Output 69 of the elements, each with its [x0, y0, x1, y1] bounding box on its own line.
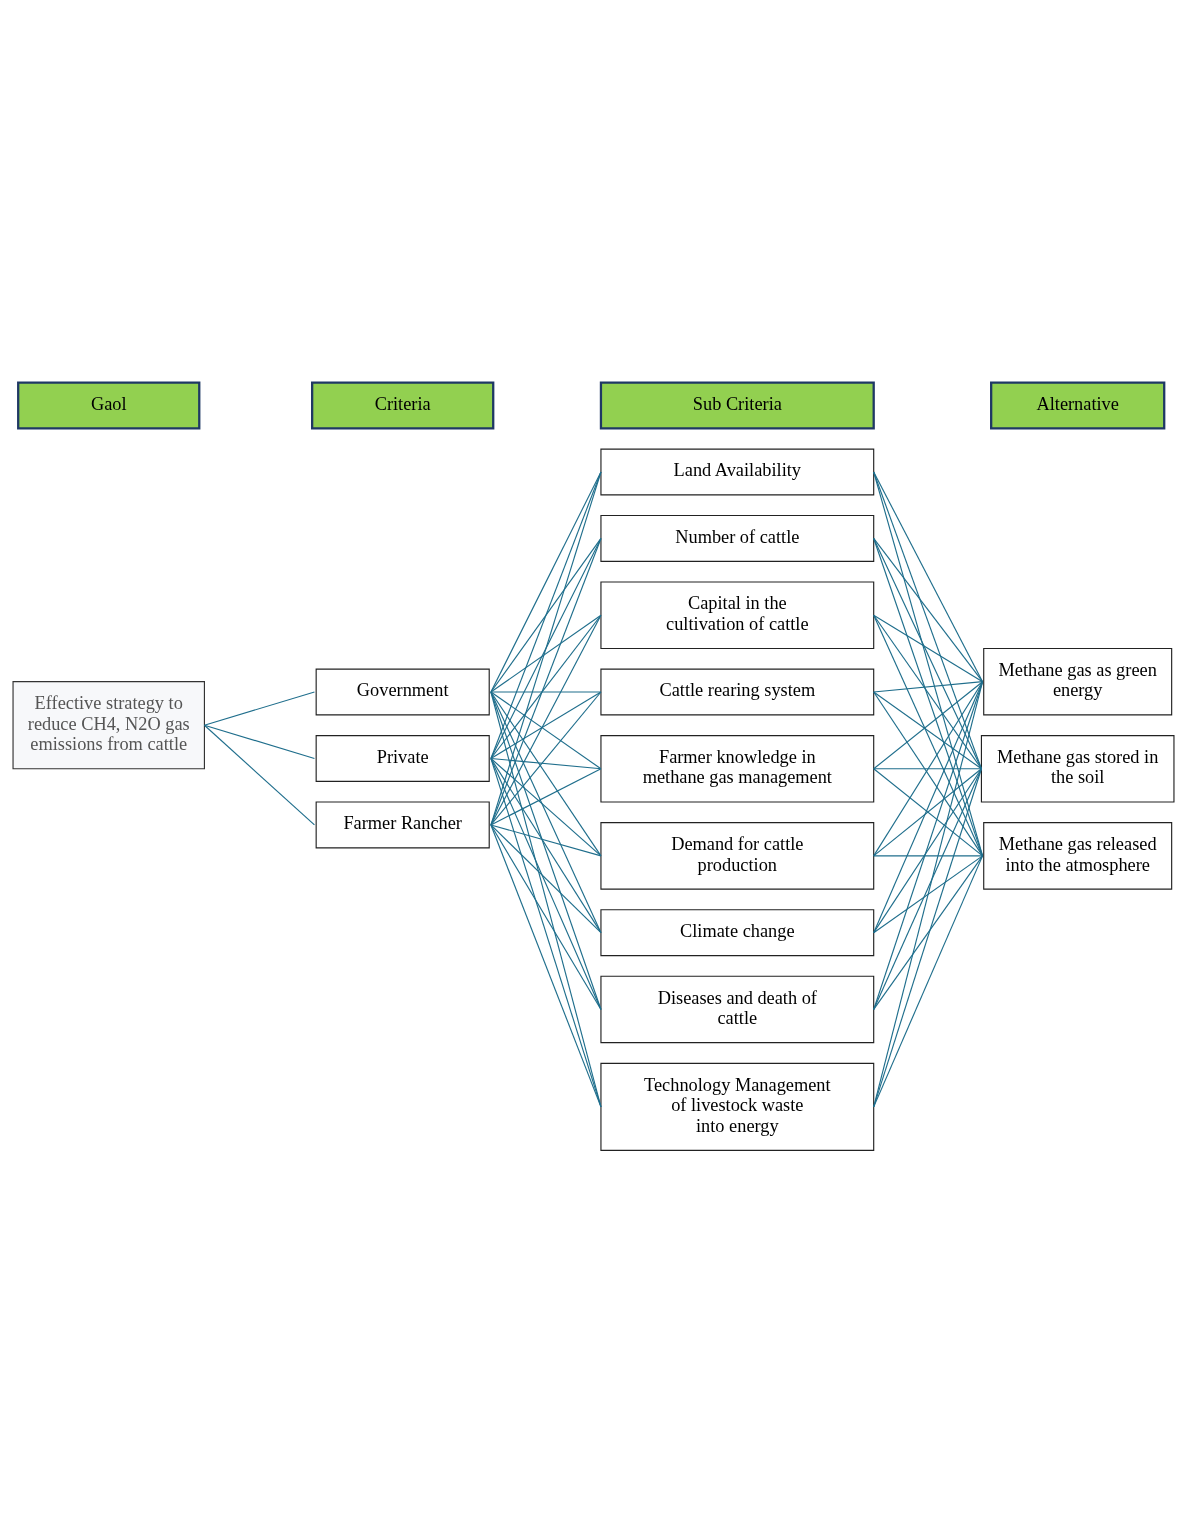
node-box: Gaol [17, 381, 201, 430]
connector [490, 691, 602, 1011]
node-box: Demand for cattle production [600, 822, 875, 890]
connector [490, 757, 602, 1108]
connector [490, 614, 602, 760]
node-box: Cattle rearing system [600, 668, 875, 716]
node-box: Methane gas stored in the soil [980, 735, 1175, 803]
node-box: Land Availability [600, 448, 875, 496]
connector [490, 471, 602, 826]
connector [490, 691, 602, 934]
node-box: Capital in the cultivation of cattle [600, 581, 875, 650]
connector [873, 471, 984, 857]
connector [873, 855, 984, 857]
connector [490, 757, 602, 934]
connector [873, 855, 984, 934]
connector [203, 724, 315, 760]
connector [490, 614, 602, 693]
connector [490, 768, 602, 826]
connector [490, 757, 602, 857]
connector [490, 824, 602, 1108]
connector [490, 691, 602, 1108]
node-box: Farmer knowledge in methane gas management [600, 735, 875, 803]
node-box: Farmer Rancher [315, 801, 490, 849]
connector [873, 614, 984, 857]
connector [873, 471, 982, 770]
node-box: Government [315, 668, 490, 716]
connector [490, 691, 602, 857]
connector [873, 855, 984, 1011]
connector [873, 768, 982, 770]
node-box: Alternative [990, 381, 1166, 430]
connector [873, 681, 984, 1011]
connector [490, 537, 602, 760]
connector [490, 471, 602, 693]
connector [873, 537, 984, 857]
connector [873, 768, 982, 1108]
connector [873, 614, 984, 683]
connector [490, 537, 602, 693]
connector [490, 824, 602, 1011]
connector [873, 537, 982, 770]
connector [873, 681, 984, 934]
connector [490, 757, 602, 770]
connector [873, 681, 984, 693]
connector [873, 768, 982, 934]
node-box: Effective strategy to reduce CH4, N2O gas emissions from cattle [12, 681, 205, 770]
node-box: Technology Management of livestock waste into energy [600, 1062, 875, 1151]
connector [873, 614, 982, 770]
node-box: Private [315, 735, 490, 782]
connector [203, 724, 315, 826]
connector [873, 471, 984, 683]
connector [490, 614, 602, 826]
connector [490, 471, 602, 760]
node-box: Criteria [311, 381, 495, 430]
node-box: Number of cattle [600, 514, 875, 562]
node-box: Sub Criteria [599, 381, 875, 430]
node-box: Methane gas as green energy [983, 647, 1173, 716]
connector [490, 691, 602, 826]
connector [873, 681, 984, 1108]
connector [873, 537, 984, 683]
connector [490, 824, 602, 934]
node-box: Methane gas released into the atmosphere [983, 822, 1173, 890]
connector [490, 537, 602, 826]
connector [490, 757, 602, 1011]
connector [873, 768, 982, 1011]
connector [490, 691, 602, 693]
connector [873, 855, 984, 1108]
node-box: Climate change [600, 909, 875, 957]
connector [490, 824, 602, 857]
node-box: Diseases and death of cattle [600, 975, 875, 1044]
connector [203, 691, 315, 726]
